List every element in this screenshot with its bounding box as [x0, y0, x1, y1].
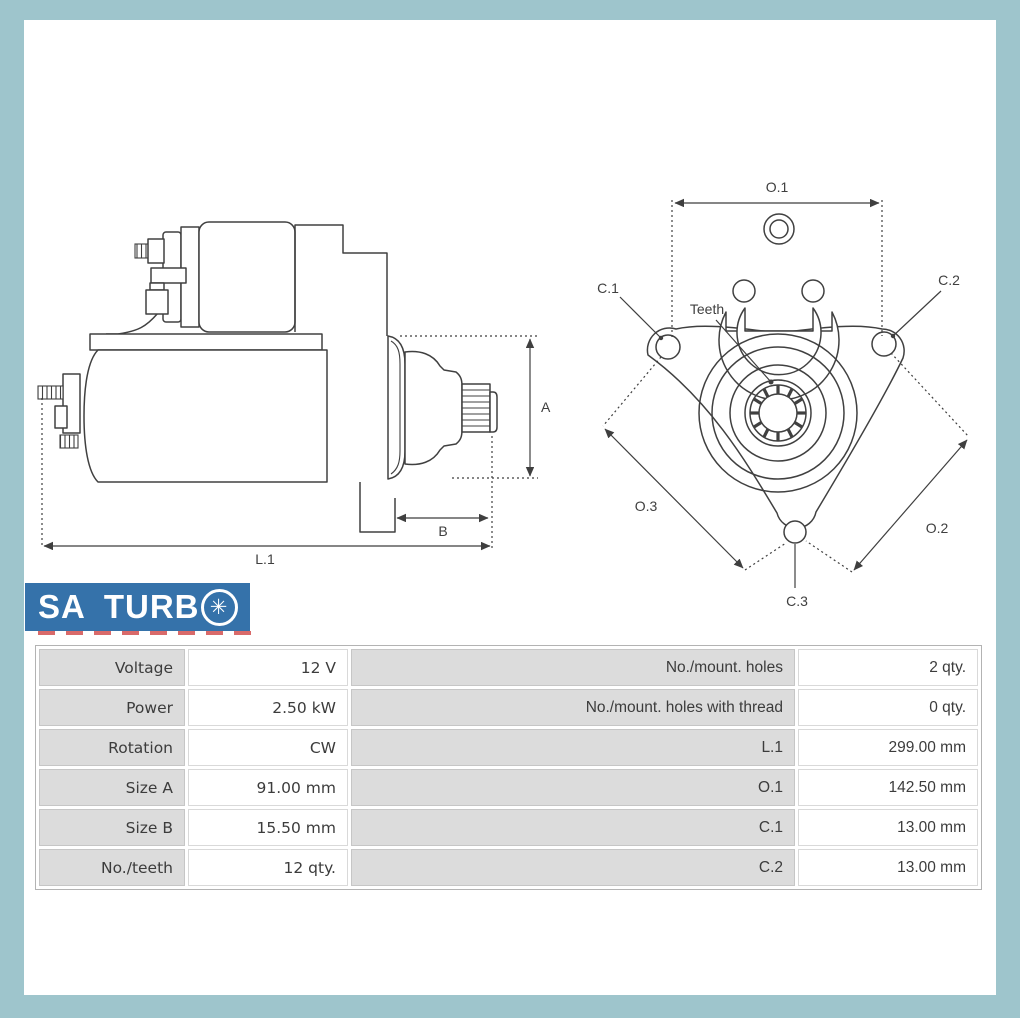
- brand-logo: SA TURB ✳: [25, 583, 250, 631]
- spec-table: Voltage 12 V No./mount. holes 2 qty. Pow…: [35, 645, 982, 890]
- spec-label: C.2: [351, 849, 795, 886]
- table-row: Size A 91.00 mm O.1 142.50 mm: [39, 769, 978, 806]
- table-row: Voltage 12 V No./mount. holes 2 qty.: [39, 649, 978, 686]
- spec-value: 13.00 mm: [798, 849, 978, 886]
- table-row: Power 2.50 kW No./mount. holes with thre…: [39, 689, 978, 726]
- spec-value: 12 qty.: [188, 849, 348, 886]
- spec-label: Size B: [39, 809, 185, 846]
- spec-label: Rotation: [39, 729, 185, 766]
- turbo-wheel-icon: ✳: [200, 588, 238, 626]
- brand-name-part2: TURB: [103, 588, 200, 625]
- spec-value: CW: [188, 729, 348, 766]
- table-row: Rotation CW L.1 299.00 mm: [39, 729, 978, 766]
- spec-label: Size A: [39, 769, 185, 806]
- spec-value: 0 qty.: [798, 689, 978, 726]
- table-row: No./teeth 12 qty. C.2 13.00 mm: [39, 849, 978, 886]
- spec-value: 12 V: [188, 649, 348, 686]
- spec-value: 2 qty.: [798, 649, 978, 686]
- spec-value: 2.50 kW: [188, 689, 348, 726]
- spec-label: No./mount. holes: [351, 649, 795, 686]
- spec-label: Power: [39, 689, 185, 726]
- spec-label: No./mount. holes with thread: [351, 689, 795, 726]
- spec-value: 142.50 mm: [798, 769, 978, 806]
- spec-label: C.1: [351, 809, 795, 846]
- brand-name-part1: SA: [38, 588, 86, 625]
- spec-value: 13.00 mm: [798, 809, 978, 846]
- spec-label: No./teeth: [39, 849, 185, 886]
- spec-label: L.1: [351, 729, 795, 766]
- spec-value: 91.00 mm: [188, 769, 348, 806]
- table-row: Size B 15.50 mm C.1 13.00 mm: [39, 809, 978, 846]
- spec-label: O.1: [351, 769, 795, 806]
- spec-value: 15.50 mm: [188, 809, 348, 846]
- red-text-fragment: [38, 631, 256, 635]
- spec-table-body: Voltage 12 V No./mount. holes 2 qty. Pow…: [39, 649, 978, 886]
- spec-label: Voltage: [39, 649, 185, 686]
- spec-value: 299.00 mm: [798, 729, 978, 766]
